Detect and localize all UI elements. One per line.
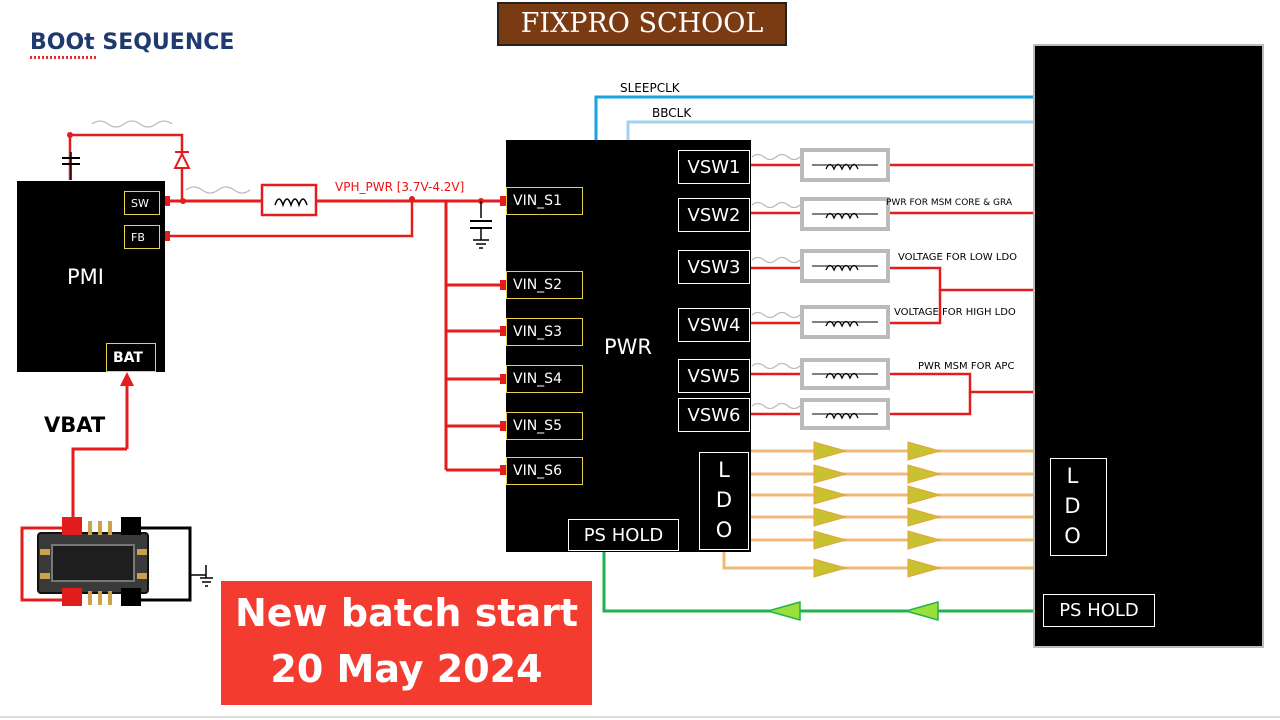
ldo-arrows: [813, 441, 942, 578]
fb-line: [166, 199, 414, 238]
vph-pwr-label: VPH_PWR [3.7V-4.2V]: [335, 180, 465, 194]
vin-s3-pin: VIN_S3: [506, 318, 583, 346]
batch-banner-date: 20 May 2024: [270, 647, 543, 691]
sleepclk-line: [594, 95, 1035, 140]
vsw5-annotation: PWR MSM FOR APC: [918, 361, 1015, 372]
sleepclk-label: SLEEPCLK: [620, 81, 680, 95]
vsw4-output: VSW4: [678, 308, 750, 342]
vbat-label: VBAT: [44, 413, 106, 437]
bbclk-label: BBCLK: [652, 106, 692, 120]
vsw6-output: VSW6: [678, 398, 750, 432]
pwr-ldo-letter-o: O: [715, 518, 733, 542]
vin-s4-pin: VIN_S4: [506, 365, 583, 393]
pwr-label: PWR: [604, 335, 653, 359]
vsw4-annotation: VOLTAGE FOR HIGH LDO: [894, 307, 1016, 318]
bottom-divider: [0, 716, 1280, 718]
vsw5-output: VSW5: [678, 359, 750, 393]
vsw3-output: VSW3: [678, 250, 750, 284]
pmi-pin-sw: SW: [124, 191, 160, 215]
msm-ldo-letter-l: L: [1066, 464, 1079, 488]
bbclk-line: [626, 120, 1035, 140]
pwr-ldo-letter-d: D: [715, 488, 733, 512]
vsw1-output: VSW1: [678, 150, 750, 184]
ldo-lines: [722, 449, 1035, 570]
pmi-pin-bat: BAT: [106, 343, 156, 372]
ps-hold-line: [602, 552, 1035, 613]
msm-block: [1033, 44, 1264, 648]
msm-ldo-letter-d: D: [1064, 494, 1081, 518]
pwr-ldo-box: L D O: [699, 452, 749, 550]
spellcheck-underline: [30, 56, 98, 59]
battery-loop-black: [140, 526, 192, 602]
vin-s1-pin: VIN_S1: [506, 187, 583, 215]
msm-ldo-letter-o: O: [1064, 524, 1081, 548]
vin-bus-branches: [446, 283, 506, 472]
vin-s2-pin: VIN_S2: [506, 271, 583, 299]
vsw2-output: VSW2: [678, 198, 750, 232]
diode-symbol: [173, 151, 191, 169]
vsw3-annotation: VOLTAGE FOR LOW LDO: [898, 252, 1018, 263]
msm-ps-hold: PS HOLD: [1043, 594, 1155, 627]
brand-banner: FIXPRO SCHOOL: [497, 2, 787, 46]
batch-banner-line1: New batch start: [234, 591, 579, 635]
battery-connector-icon: [37, 517, 149, 606]
battery-loop-red: [20, 526, 62, 602]
pmi-pin-fb: FB: [124, 225, 160, 249]
msm-ldo-box: L D O: [1050, 458, 1107, 556]
pwr-ps-hold: PS HOLD: [568, 519, 679, 551]
batch-banner: New batch start 20 May 2024: [221, 581, 592, 705]
vin-s5-pin: VIN_S5: [506, 412, 583, 440]
vin-s6-pin: VIN_S6: [506, 457, 583, 485]
vsw-inductors: [800, 148, 890, 430]
vsw2-annotation: PWR FOR MSM CORE & GRA: [886, 198, 1012, 208]
pwr-ldo-letter-l: L: [718, 458, 730, 482]
page-title: BOOt SEQUENCE: [30, 30, 235, 55]
pmi-label: PMI: [67, 265, 104, 289]
pmi-inductor: [260, 183, 318, 217]
